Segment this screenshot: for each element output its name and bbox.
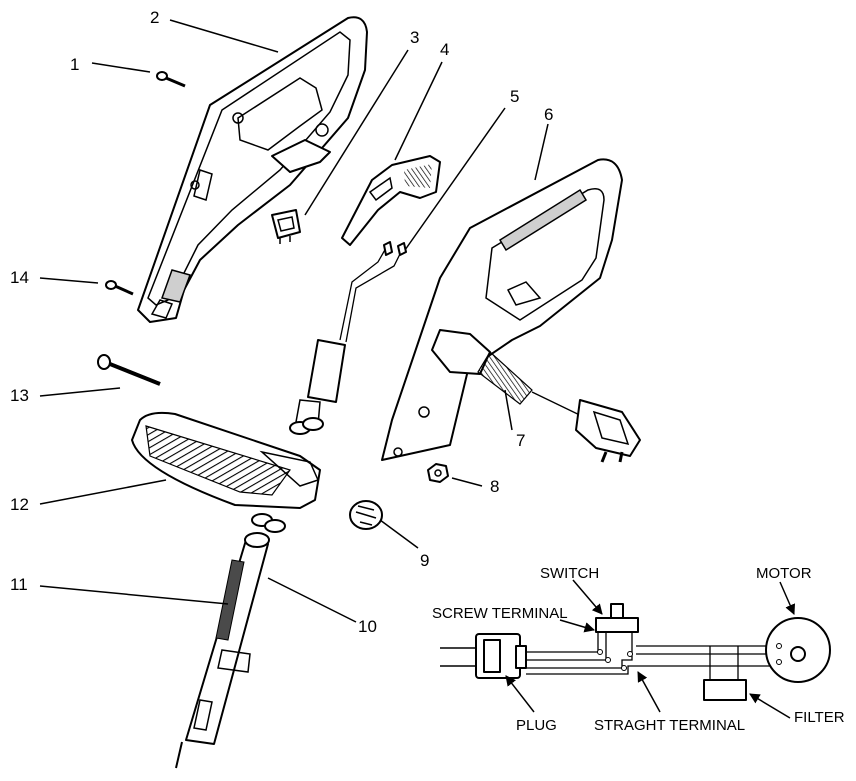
part-number-label: 4 [440,40,449,59]
screw-part-1 [156,71,187,88]
filter-component [703,679,747,701]
cord-sleeve [289,339,346,435]
wiring-diagram: SWITCH SCREW TERMINAL MOTOR PLUG STRAGHT… [432,565,845,734]
lower-tube-part-10 [175,532,270,769]
part-number-label: 12 [10,495,29,514]
handle-housing-right [381,158,623,461]
motor-component [765,617,831,683]
straight-terminal-label: STRAGHT TERMINAL [594,717,745,734]
part-number-label: 6 [544,105,553,124]
part-number-label: 8 [490,477,499,496]
nut-part-8 [427,463,449,483]
filter-label: FILTER [794,709,845,726]
screw-terminal-label: SCREW TERMINAL [432,605,568,622]
screw-part-14 [105,280,134,296]
wire-leads-part-5 [339,241,407,343]
switch-part-3 [271,209,301,244]
base-part-12 [131,411,321,533]
part-number-label: 3 [410,28,419,47]
knob-part-9 [349,500,383,530]
part-number-label: 1 [70,55,79,74]
circuit-wires [526,630,780,680]
part-number-label: 14 [10,268,29,287]
part-number-label: 10 [358,617,377,636]
part-numbers: 1 2 3 4 5 6 7 8 9 10 11 12 13 14 [10,8,553,636]
part-number-label: 11 [10,575,28,594]
switch-label: SWITCH [540,565,599,582]
part-number-label: 5 [510,87,519,106]
part-number-label: 2 [150,8,159,27]
motor-label: MOTOR [756,565,812,582]
handle-housing-left [137,16,368,323]
plug-component [440,633,527,679]
trigger-part-4 [341,155,441,246]
bolt-part-13 [97,354,161,386]
plug-label: PLUG [516,717,557,734]
part-number-label: 13 [10,386,29,405]
part-number-label: 7 [516,431,525,450]
leader-lines [39,19,549,623]
power-cord-part-7 [431,329,641,463]
switch-component [595,603,639,633]
part-number-label: 9 [420,551,429,570]
